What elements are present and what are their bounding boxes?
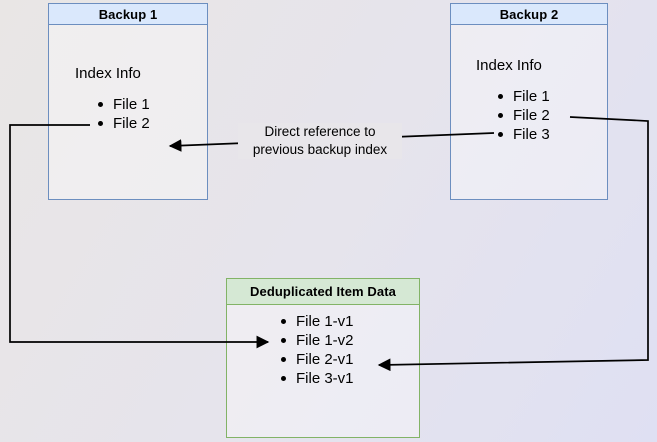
edge-label-line2: previous backup index [252, 142, 388, 157]
list-item: File 1 [498, 87, 550, 106]
backup2-box: Backup 2 Index Info File 1 File 2 File 3 [450, 3, 608, 200]
bullet-dot-icon [281, 319, 286, 324]
dedup-title: Deduplicated Item Data [250, 284, 396, 299]
bullet-dot-icon [498, 132, 503, 137]
dedup-header: Deduplicated Item Data [227, 279, 419, 305]
bullet-dot-icon [281, 357, 286, 362]
bullet-dot-icon [498, 94, 503, 99]
backup2-file-2: File 2 [513, 107, 550, 124]
backup2-index-info-label: Index Info [476, 57, 542, 74]
edge-label-line1: Direct reference to [264, 124, 376, 139]
backup2-title: Backup 2 [499, 6, 559, 22]
backup1-file-list: File 1 File 2 [98, 95, 150, 133]
bullet-dot-icon [281, 338, 286, 343]
list-item: File 1 [98, 95, 150, 114]
bullet-dot-icon [98, 102, 103, 107]
dedup-file-1v1: File 1-v1 [296, 313, 354, 330]
list-item: File 3-v1 [281, 369, 354, 388]
bullet-dot-icon [498, 113, 503, 118]
dedup-file-list: File 1-v1 File 1-v2 File 2-v1 File 3-v1 [281, 312, 354, 388]
backup2-header: Backup 2 [451, 4, 607, 25]
dedup-file-3v1: File 3-v1 [296, 370, 354, 387]
backup2-file-list: File 1 File 2 File 3 [498, 87, 550, 144]
backup1-header: Backup 1 [49, 4, 207, 25]
list-item: File 1-v2 [281, 331, 354, 350]
edge-label-direct-reference: Direct reference to previous backup inde… [238, 123, 402, 159]
backup2-file-1: File 1 [513, 88, 550, 105]
list-item: File 2 [98, 114, 150, 133]
list-item: File 2 [498, 106, 550, 125]
backup1-box: Backup 1 Index Info File 1 File 2 [48, 3, 208, 200]
list-item: File 1-v1 [281, 312, 354, 331]
backup1-index-info-label: Index Info [75, 65, 141, 82]
dedup-box: Deduplicated Item Data File 1-v1 File 1-… [226, 278, 420, 438]
list-item: File 2-v1 [281, 350, 354, 369]
backup1-file-1: File 1 [113, 96, 150, 113]
list-item: File 3 [498, 125, 550, 144]
bullet-dot-icon [98, 121, 103, 126]
dedup-file-1v2: File 1-v2 [296, 332, 354, 349]
dedup-file-2v1: File 2-v1 [296, 351, 354, 368]
backup2-file-3: File 3 [513, 126, 550, 143]
bullet-dot-icon [281, 376, 286, 381]
backup1-title: Backup 1 [98, 6, 158, 22]
backup1-file-2: File 2 [113, 115, 150, 132]
